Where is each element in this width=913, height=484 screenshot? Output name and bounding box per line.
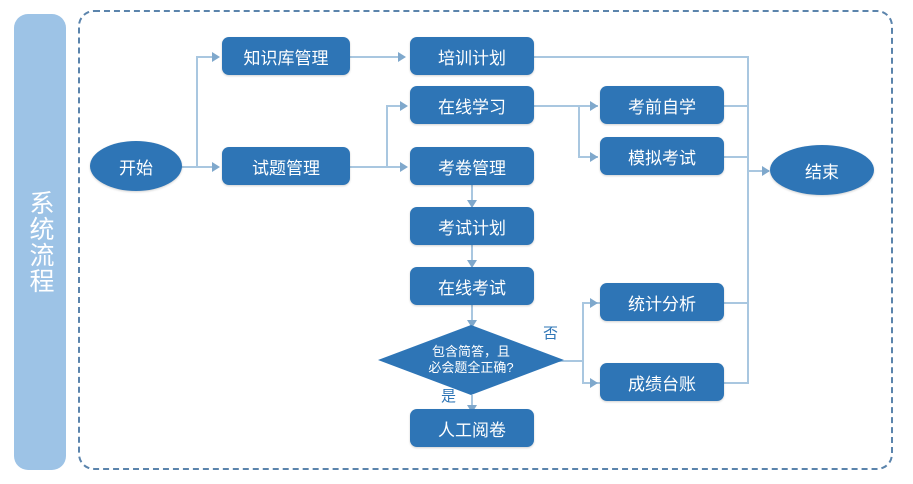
arrow-to-exam-plan [467, 200, 477, 208]
edge-bus-to-question-bank [196, 166, 216, 168]
arrow-to-question-bank [212, 162, 220, 172]
node-knowledge-base-label: 知识库管理 [243, 48, 329, 68]
edge-bus-vertical-mid [386, 105, 388, 167]
edge-exam-paper-to-exam-plan [471, 183, 473, 206]
edge-exam-plan-to-online-exam [471, 243, 473, 266]
node-training-plan[interactable]: 培训计划 [410, 37, 534, 75]
node-exam-paper-label: 考卷管理 [438, 158, 506, 178]
edge-bus-to-pre-exam-study [578, 105, 598, 107]
edge-bus-to-online-learning [386, 105, 406, 107]
banner-label: 系统流程 [26, 190, 54, 294]
node-knowledge-base[interactable]: 知识库管理 [222, 37, 350, 75]
node-statistics[interactable]: 统计分析 [600, 283, 724, 321]
node-decision[interactable]: 包含简答，且 必会题全正确? [378, 325, 564, 395]
arrow-to-knowledge-base [212, 52, 220, 62]
node-online-exam-label: 在线考试 [438, 278, 506, 298]
edge-decision-yes [471, 395, 473, 410]
arrow-to-pre-exam-study [590, 101, 598, 111]
node-statistics-label: 统计分析 [628, 294, 696, 314]
arrow-to-statistics [590, 298, 598, 308]
node-manual-grading-label: 人工阅卷 [438, 420, 506, 440]
arrow-to-training-plan [398, 52, 406, 62]
arrow-to-online-learning [400, 101, 408, 111]
node-online-exam[interactable]: 在线考试 [410, 267, 534, 305]
node-start[interactable]: 开始 [90, 141, 182, 191]
arrow-to-score-ledger [590, 378, 598, 388]
node-online-learning[interactable]: 在线学习 [410, 86, 534, 124]
arrow-to-online-exam [467, 260, 477, 268]
arrow-to-decision [467, 320, 477, 328]
node-pre-exam-study[interactable]: 考前自学 [600, 86, 724, 124]
edge-statistics-to-collector [724, 302, 749, 304]
node-score-ledger[interactable]: 成绩台账 [600, 363, 724, 401]
node-exam-plan-label: 考试计划 [438, 218, 506, 238]
node-mock-exam-label: 模拟考试 [628, 148, 696, 168]
node-decision-label: 包含简答，且 必会题全正确? [428, 344, 514, 375]
edge-bus-to-knowledge-base [196, 56, 216, 58]
edge-bus-to-exam-paper [386, 166, 406, 168]
node-manual-grading[interactable]: 人工阅卷 [410, 409, 534, 447]
node-online-learning-label: 在线学习 [438, 97, 506, 117]
node-exam-plan[interactable]: 考试计划 [410, 207, 534, 245]
edge-bus-vertical-left [196, 56, 198, 168]
edge-score-ledger-to-collector [724, 382, 749, 384]
node-mock-exam[interactable]: 模拟考试 [600, 137, 724, 175]
edge-decision-no-bus [582, 302, 584, 382]
node-score-ledger-label: 成绩台账 [628, 374, 696, 394]
edge-pre-exam-study-to-collector [724, 105, 749, 107]
node-end[interactable]: 结束 [770, 145, 874, 195]
arrow-to-end [762, 166, 770, 176]
edge-collector-to-end [747, 170, 769, 172]
arrow-to-mock-exam [590, 152, 598, 162]
edge-bus-vertical-right-top [578, 105, 580, 156]
node-end-label: 结束 [805, 162, 839, 182]
arrow-to-exam-paper [400, 162, 408, 172]
edge-knowledge-base-to-training-plan [348, 56, 402, 58]
node-exam-paper[interactable]: 考卷管理 [410, 147, 534, 185]
node-pre-exam-study-label: 考前自学 [628, 97, 696, 117]
edge-mock-exam-to-collector [724, 156, 749, 158]
edge-decision-no [556, 360, 584, 362]
edge-bus-to-mock-exam [578, 156, 598, 158]
banner-system-flow: 系统流程 [14, 14, 66, 470]
node-question-bank[interactable]: 试题管理 [222, 147, 350, 185]
edge-question-bank-to-bus [350, 166, 388, 168]
edge-training-plan-to-collector [534, 56, 749, 58]
diagram-frame [78, 10, 893, 470]
edge-start-to-bus [180, 166, 198, 168]
node-start-label: 开始 [119, 158, 153, 178]
edge-label-no: 否 [543, 325, 559, 342]
edge-label-yes: 是 [441, 388, 457, 405]
edge-online-exam-to-decision [471, 303, 473, 325]
edge-collector-vertical [747, 56, 749, 383]
node-question-bank-label: 试题管理 [252, 158, 320, 178]
edge-online-learning-to-bus [534, 105, 580, 107]
node-training-plan-label: 培训计划 [438, 48, 506, 68]
